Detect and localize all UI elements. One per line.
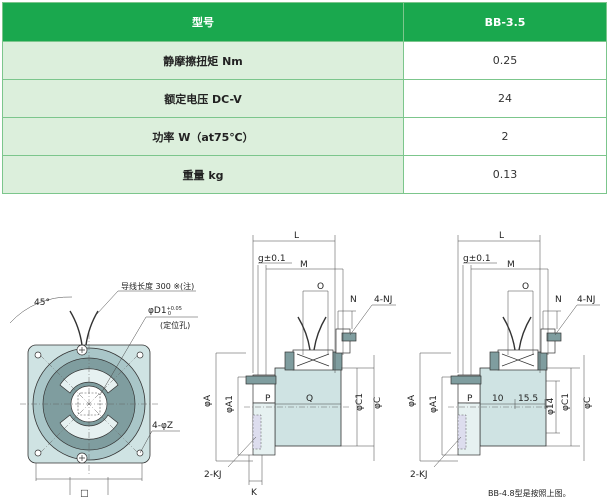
dim-q-1: Q [306, 394, 313, 404]
svg-text:□: □ [79, 489, 89, 498]
row-value-power: 2 [403, 117, 607, 156]
header-model-label: 型号 [2, 2, 404, 42]
kj-label-2: 2-KJ [410, 470, 428, 480]
side1-plate [245, 375, 277, 385]
dim-k-1: K [251, 488, 258, 498]
side-view-2: L g±0.1 M O N 4-NJ φA φA1 P 10 15.5 φ14 … [407, 231, 600, 498]
dim-o-2: O [522, 282, 529, 292]
dim-o-1: O [317, 282, 324, 292]
bb48-note: BB-4.8型是按照上图。 [488, 488, 571, 498]
front-window-bottom [59, 414, 119, 440]
front-lead-wires [69, 310, 99, 346]
holes-z-label: 4-φZ [152, 421, 173, 431]
phi-c-1: φC [373, 397, 383, 409]
table-row: 静摩擦扭矩 Nm 0.25 [2, 41, 607, 80]
row-value-weight: 0.13 [403, 155, 607, 194]
dim-10: 10 [492, 394, 504, 404]
header-model-value: BB-3.5 [403, 2, 607, 42]
dim-l-1: L [294, 231, 299, 241]
phi-c-2: φC [583, 397, 593, 409]
dim-l-2: L [499, 231, 504, 241]
phi-c1-2: φC1 [561, 393, 571, 411]
dim-n-2: N [555, 295, 562, 305]
locating-hole-label: (定位孔) [160, 320, 190, 330]
phi-c1-1: φC1 [355, 393, 365, 411]
angle-arc [9, 296, 73, 324]
nj-label-1: 4-NJ [374, 295, 392, 305]
row-label-torque: 静摩擦扭矩 Nm [2, 41, 404, 80]
phi-14: φ14 [546, 397, 556, 415]
dim-m-1: M [300, 260, 308, 270]
table-row: 额定电压 DC-V 24 [2, 79, 607, 118]
row-label-weight: 重量 kg [2, 155, 404, 194]
phi-a1-2: φA1 [429, 395, 439, 413]
phi-a-1: φA [203, 394, 213, 407]
table-row: 功率 W（at75℃） 2 [2, 117, 607, 156]
table-row: 重量 kg 0.13 [2, 155, 607, 194]
dim-n-1: N [350, 295, 357, 305]
phi-a-2: φA [407, 394, 417, 407]
angle-label: 45° [34, 298, 50, 308]
side-view-1: L g±0.1 M O N 4-NJ φA φA1 P Q φC1 φC 2-K… [203, 231, 396, 498]
dim-15-5: 15.5 [518, 394, 538, 404]
dim-g-1: g±0.1 [258, 254, 286, 264]
dim-p-1: P [265, 394, 271, 404]
nj-label-2: 4-NJ [577, 295, 595, 305]
row-label-voltage: 额定电压 DC-V [2, 79, 404, 118]
row-value-torque: 0.25 [403, 41, 607, 80]
kj-label-1: 2-KJ [204, 470, 222, 480]
dim-g-2: g±0.1 [463, 254, 491, 264]
dim-p-2: P [467, 394, 473, 404]
dim-m-2: M [507, 260, 515, 270]
spec-table: 型号 BB-3.5 静摩擦扭矩 Nm 0.25 额定电压 DC-V 24 功率 … [2, 2, 607, 194]
table-header-row: 型号 BB-3.5 [2, 2, 607, 42]
wire-length-label: 导线长度 300 ※(注) [121, 281, 194, 291]
row-label-power: 功率 W（at75℃） [2, 117, 404, 156]
phi-a1-1: φA1 [225, 395, 235, 413]
row-value-voltage: 24 [403, 79, 607, 118]
